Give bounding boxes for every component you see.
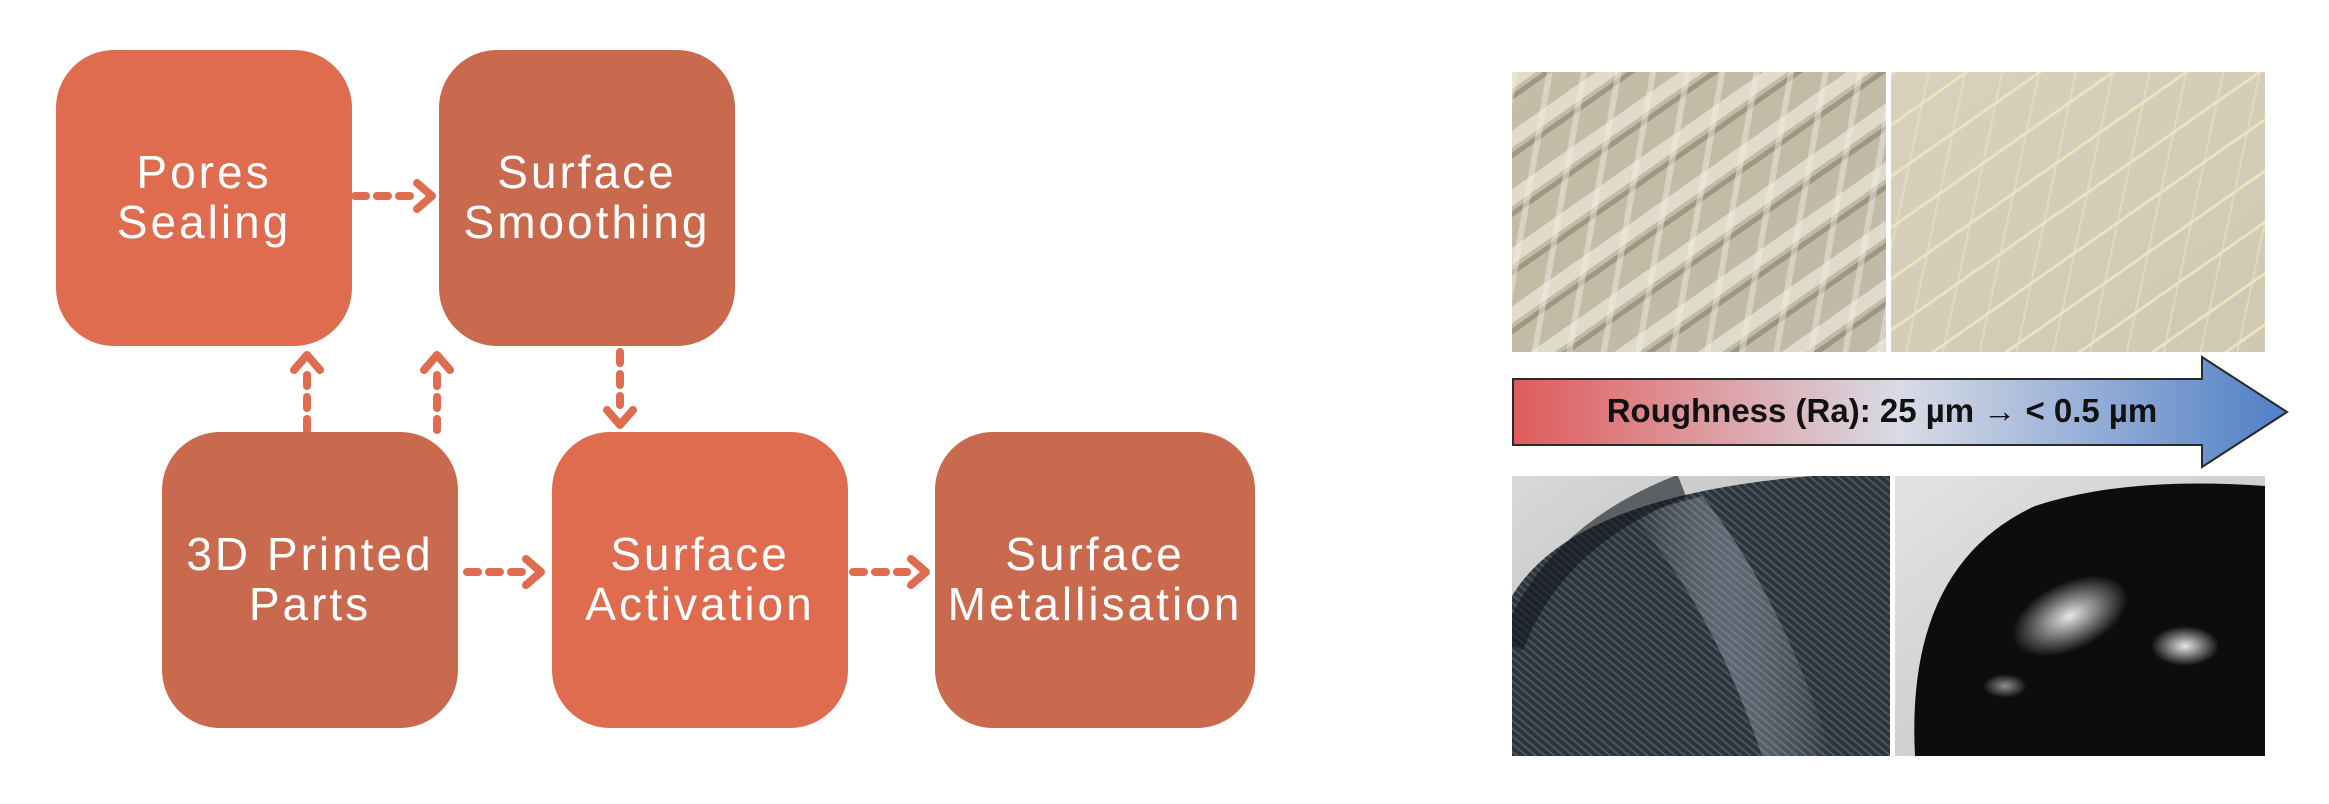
arrowhead-right-2 [526, 559, 541, 585]
photo-black-rough [1512, 476, 1890, 756]
arrowhead-down-1 [607, 410, 633, 425]
arrowhead-right-1 [417, 183, 432, 209]
node-surface-metallisation: Surface Metallisation [935, 432, 1255, 728]
arrowhead-right-3 [911, 559, 926, 585]
photo-translucent-smooth [1891, 72, 2265, 352]
roughness-label: Roughness (Ra): 25 µm → < 0.5 µm [1512, 378, 2252, 444]
arrowhead-up-2 [424, 355, 450, 370]
node-surface-activation: Surface Activation [552, 432, 848, 728]
photo-translucent-rough [1512, 72, 1886, 352]
photo-black-smooth [1895, 476, 2265, 756]
arrowhead-up-1 [294, 355, 320, 370]
node-3d-printed-parts: 3D Printed Parts [162, 432, 458, 728]
node-surface-smoothing: Surface Smoothing [439, 50, 735, 346]
node-pores-sealing: Pores Sealing [56, 50, 352, 346]
